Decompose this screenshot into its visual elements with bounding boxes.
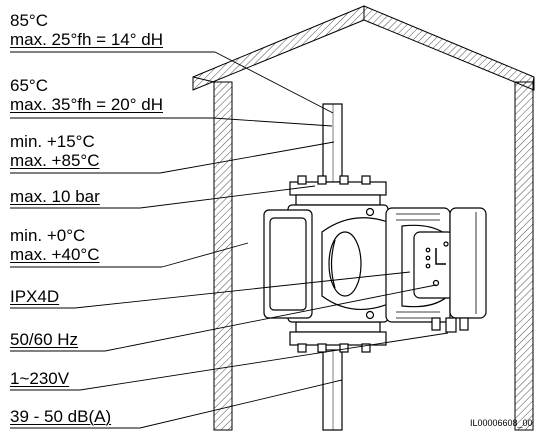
- frequency-label: 50/60 Hz: [10, 330, 79, 349]
- pump-body: [263, 204, 487, 333]
- hot-water-temp-label: 85°C: [10, 11, 48, 30]
- warm-water-hardness-label: max. 35°fh = 20° dH: [10, 95, 163, 114]
- house-outline: [192, 5, 535, 431]
- noise-level-label: 39 - 50 dB(A): [10, 407, 112, 426]
- fluid-temp-min-label: min. +15°C: [10, 132, 95, 151]
- warm-water-temp-label: 65°C: [10, 76, 48, 95]
- hot-water-hardness-label: max. 25°fh = 14° dH: [10, 30, 163, 49]
- lower-pipe: [322, 349, 343, 431]
- upper-flange: [289, 175, 387, 206]
- voltage-label: 1~230V: [10, 369, 70, 388]
- max-pressure-label: max. 10 bar: [10, 187, 100, 206]
- ambient-temp-max-label: max. +40°C: [10, 245, 100, 264]
- leader-lines: [10, 51, 449, 429]
- protection-class-label: IPX4D: [10, 287, 60, 306]
- figure-code: IL00006608_00: [470, 418, 533, 428]
- ambient-temp-min-label: min. +0°C: [10, 226, 86, 245]
- lower-flange: [289, 321, 387, 353]
- fluid-temp-max-label: max. +85°C: [10, 151, 100, 170]
